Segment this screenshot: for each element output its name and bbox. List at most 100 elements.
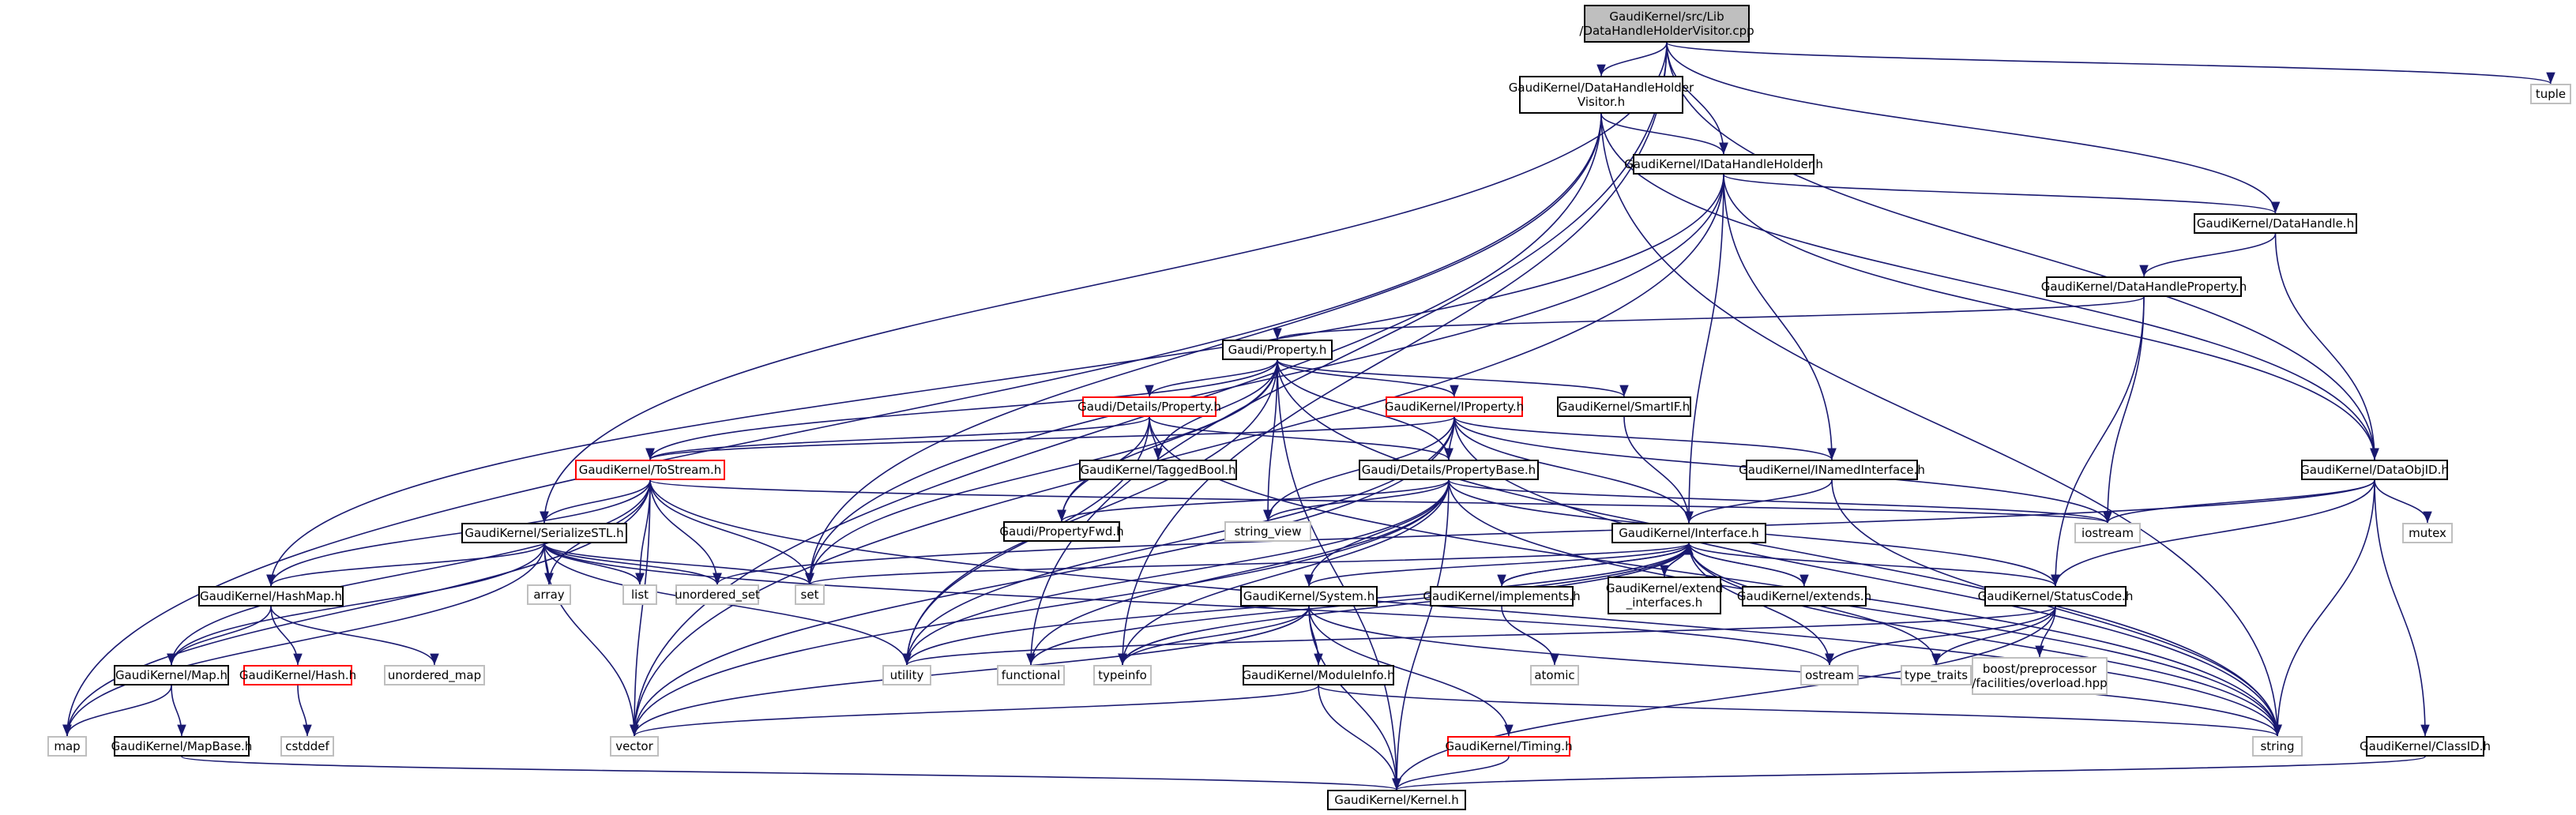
edge-sc-to-utility [902, 606, 2056, 666]
graph-node-mapbase[interactable]: GaudiKernel/MapBase.h [111, 736, 252, 757]
edge-sys-to-timing [1308, 606, 1514, 737]
edge-tostream-to-string [649, 479, 2282, 737]
edge-root-to-tuple [1666, 42, 2555, 85]
edge-idhh-to-iface [1684, 174, 1724, 524]
graph-node-hashmap[interactable]: GaudiKernel/HashMap.h [198, 586, 344, 607]
graph-node-extends[interactable]: GaudiKernel/extends.h [1737, 586, 1871, 607]
edge-sstl-to-hashmap [266, 543, 545, 587]
graph-node-string: string [2252, 736, 2303, 757]
graph-node-tb[interactable]: GaudiKernel/TaggedBool.h [1079, 460, 1237, 480]
graph-node-ostream: ostream [1800, 665, 1859, 685]
edge-sc-to-ostream [1825, 606, 2056, 666]
edge-classid-to-kernel [1393, 756, 2426, 791]
edge-dhp-to-gprop [1273, 296, 2145, 340]
graph-node-impl[interactable]: GaudiKernel/implements.h [1423, 586, 1581, 607]
edge-sif-to-iface [1623, 416, 1694, 524]
edge-dhp-to-sc [2051, 296, 2145, 587]
graph-node-iprop[interactable]: GaudiKernel/IProperty.h [1385, 396, 1524, 417]
edge-dhhv-to-idhh [1600, 113, 1728, 155]
edge-idhh-to-dh [1723, 174, 2280, 214]
graph-node-gprop[interactable]: Gaudi/Property.h [1222, 340, 1333, 360]
edge-iprop-to-iface [1453, 416, 1694, 524]
graph-node-idhh[interactable]: GaudiKernel/IDataHandleHolder.h [1624, 154, 1823, 175]
graph-node-tuple: tuple [2530, 84, 2571, 104]
edge-dh-to-dhp [2139, 233, 2277, 277]
graph-node-cstddef: cstddef [280, 736, 334, 757]
graph-node-inamed[interactable]: GaudiKernel/INamedInterface.h [1739, 460, 1925, 480]
edge-map_h-to-map [62, 685, 172, 737]
edge-gprop-to-pb [1277, 359, 1453, 460]
graph-node-timing[interactable]: GaudiKernel/Timing.h [1445, 736, 1573, 757]
graph-node-classid[interactable]: GaudiKernel/ClassID.h [2360, 736, 2491, 757]
edge-sys-to-kernel [1308, 606, 1401, 791]
edge-dhhv-to-string [1600, 113, 2282, 737]
graph-node-pfwd[interactable]: Gaudi/PropertyFwd.h [999, 521, 1124, 542]
graph-node-extif[interactable]: GaudiKernel/extend _interfaces.h [1606, 577, 1723, 614]
graph-node-sys[interactable]: GaudiKernel/System.h [1240, 586, 1378, 607]
graph-node-dh[interactable]: GaudiKernel/DataHandle.h [2194, 213, 2357, 234]
edge-pb-to-string [1448, 479, 2282, 737]
edge-idhh-to-hashmap [266, 174, 1724, 587]
graph-node-array: array [527, 584, 571, 605]
edge-tostream-to-set [649, 479, 814, 585]
graph-node-kernel[interactable]: GaudiKernel/Kernel.h [1327, 790, 1466, 810]
edge-idhh-to-set [805, 174, 1724, 585]
edge-sstl-to-map [62, 543, 545, 737]
edge-mapbase-to-kernel [181, 756, 1401, 791]
graph-node-iface[interactable]: GaudiKernel/Interface.h [1611, 523, 1766, 543]
graph-node-hash[interactable]: GaudiKernel/Hash.h [239, 665, 356, 685]
graph-node-modinfo[interactable]: GaudiKernel/ModuleInfo.h [1242, 665, 1395, 685]
graph-node-tostream[interactable]: GaudiKernel/ToStream.h [575, 460, 725, 480]
edge-sstl-to-vector [543, 543, 639, 737]
edge-modinfo-to-kernel [1318, 685, 1401, 791]
edge-doid-to-iostream [2103, 479, 2375, 524]
edge-gprop-to-tostream [645, 359, 1278, 460]
edge-gprop-to-iprop [1277, 359, 1459, 397]
edge-tostream-to-sstl [540, 479, 651, 524]
edge-pb-to-sview [1263, 479, 1450, 522]
edge-doid-to-sc [2051, 479, 2375, 587]
graph-node-mutex: mutex [2402, 523, 2453, 543]
edge-sstl-to-list [543, 543, 645, 585]
graph-node-sif[interactable]: GaudiKernel/SmartIF.h [1557, 396, 1691, 417]
graph-node-gdprop[interactable]: Gaudi/Details/Property.h [1077, 396, 1221, 417]
graph-node-sc[interactable]: GaudiKernel/StatusCode.h [1978, 586, 2133, 607]
edge-sc-to-kernel [1392, 606, 2056, 791]
graph-node-iostream: iostream [2074, 523, 2141, 543]
edge-doid-to-mutex [2374, 479, 2432, 524]
edge-modinfo-to-vector [630, 685, 1319, 737]
graph-node-dhhv[interactable]: GaudiKernel/DataHandleHolder Visitor.h [1509, 76, 1694, 114]
edge-dhhv-to-set [805, 113, 1602, 585]
edge-tostream-to-vector [630, 479, 651, 737]
graph-node-pb[interactable]: Gaudi/Details/PropertyBase.h [1359, 460, 1539, 480]
edge-timing-to-kernel [1392, 756, 1510, 791]
edge-map_h-to-mapbase [171, 685, 186, 737]
edge-gdprop-to-tostream [645, 416, 1150, 460]
graph-node-root[interactable]: GaudiKernel/src/Lib /DataHandleHolderVis… [1579, 5, 1754, 43]
edge-pb-to-typeinfo [1118, 479, 1450, 666]
edge-hashmap-to-map_h [167, 606, 272, 666]
graph-node-doid[interactable]: GaudiKernel/DataObjID.h [2300, 460, 2449, 480]
edge-gdprop-to-pb [1149, 416, 1453, 460]
edge-sstl-to-uset [543, 543, 722, 585]
edge-pb-to-pfwd [1057, 479, 1450, 522]
edge-extends-to-iface [1684, 543, 1805, 587]
graph-node-dhp[interactable]: GaudiKernel/DataHandleProperty.h [2041, 276, 2247, 297]
edge-gprop-to-kernel [1277, 359, 1401, 791]
graph-node-boost: boost/preprocessor /facilities/overload.… [1972, 657, 2108, 695]
edge-sstl-to-ostream [543, 543, 1834, 666]
edge-sstl-to-set [543, 543, 814, 585]
edge-sys-to-string [1308, 606, 2282, 737]
edge-tostream-to-map_h [167, 479, 651, 666]
edge-iface-to-set [805, 543, 1690, 585]
edge-gprop-to-sif [1277, 359, 1629, 397]
edge-idhh-to-doid [1723, 174, 2379, 460]
edge-impl-to-iface [1501, 543, 1694, 587]
graph-node-sstl[interactable]: GaudiKernel/SerializeSTL.h [461, 523, 627, 543]
graph-node-set: set [795, 584, 825, 605]
edge-iface-to-typeinfo [1118, 543, 1690, 666]
graph-node-atomic: atomic [1530, 665, 1579, 685]
graph-node-map_h[interactable]: GaudiKernel/Map.h [114, 665, 229, 685]
edge-sc-to-boost [2035, 606, 2056, 658]
graph-node-typeinfo: typeinfo [1093, 665, 1152, 685]
